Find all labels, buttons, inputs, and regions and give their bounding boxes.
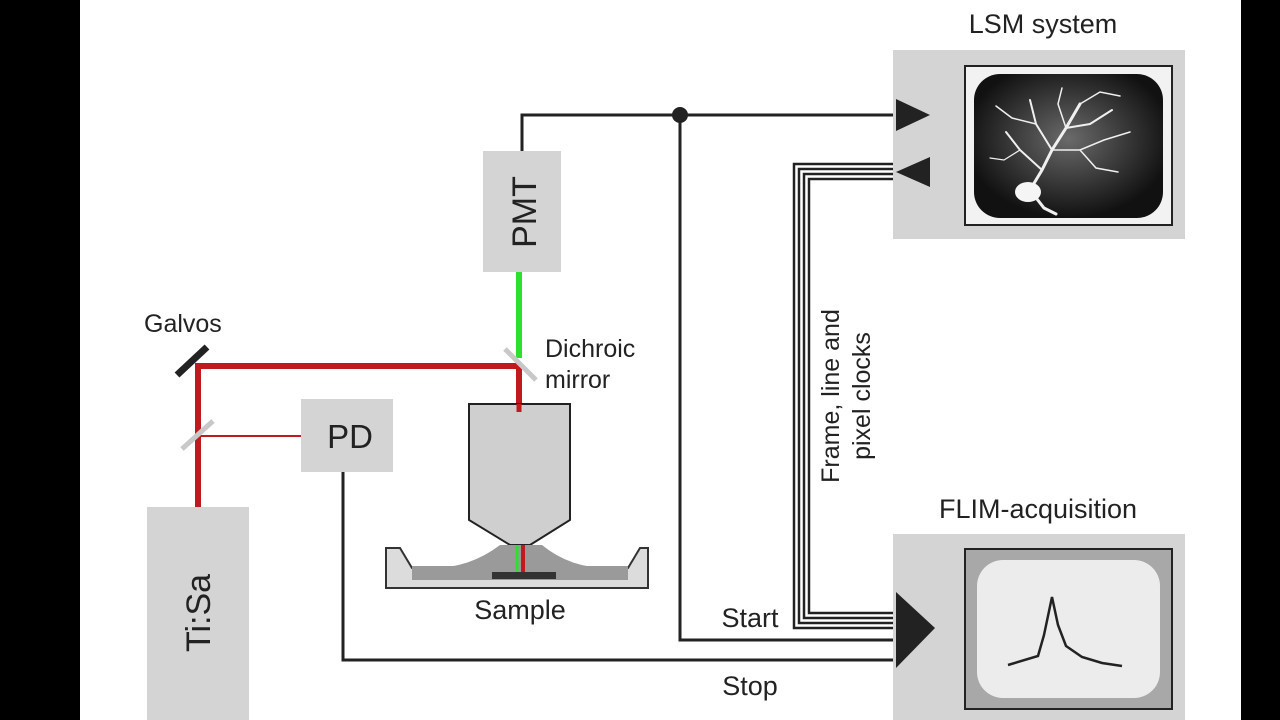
lsm-system-title: LSM system bbox=[969, 9, 1118, 39]
sample-label: Sample bbox=[474, 595, 566, 625]
pmt-box bbox=[483, 151, 561, 272]
beam-splitter bbox=[180, 419, 215, 451]
signal-lines bbox=[341, 113, 896, 662]
tisa-laser-box bbox=[147, 507, 249, 720]
neuron-soma bbox=[1015, 182, 1041, 202]
pd-label: PD bbox=[327, 418, 373, 455]
lsm-screen bbox=[974, 74, 1163, 218]
flim-acquisition-title: FLIM-acquisition bbox=[939, 494, 1137, 524]
start-label: Start bbox=[721, 603, 779, 633]
objective-lens bbox=[468, 403, 571, 546]
pd-box bbox=[301, 399, 393, 472]
tisa-label: Ti:Sa bbox=[180, 574, 218, 652]
junction-dot bbox=[672, 107, 688, 123]
clock-bus bbox=[792, 162, 896, 630]
immersion-medium bbox=[432, 545, 608, 568]
galvo-mirror bbox=[174, 344, 210, 378]
clocks-label-line1: Frame, line and bbox=[817, 309, 845, 483]
dichroic-mirror bbox=[503, 347, 538, 382]
start-stop-arrow bbox=[896, 592, 935, 668]
pmt-signal-arrow bbox=[896, 99, 930, 131]
clocks-label-line2: pixel clocks bbox=[848, 332, 876, 460]
decay-curve-icon bbox=[1007, 596, 1123, 668]
flim-screen bbox=[977, 560, 1160, 698]
dichroic-label: Dichroic bbox=[545, 335, 635, 363]
neuron-image-icon bbox=[989, 87, 1131, 216]
pmt-label: PMT bbox=[506, 176, 544, 248]
stop-label: Stop bbox=[722, 671, 778, 701]
mirror-label: mirror bbox=[545, 366, 610, 394]
galvos-label: Galvos bbox=[144, 310, 222, 338]
sample-specimen bbox=[492, 572, 556, 579]
clock-output-arrow bbox=[896, 157, 930, 187]
